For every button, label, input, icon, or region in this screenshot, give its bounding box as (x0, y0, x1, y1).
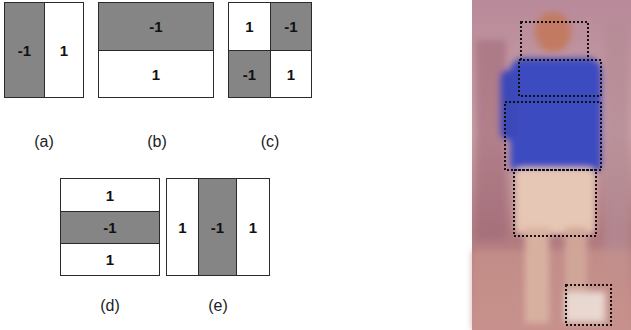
cell-weight: -1 (243, 66, 256, 83)
positive-cell: 1 (166, 178, 199, 276)
cell-weight: -1 (103, 219, 116, 236)
cell-weight: 1 (287, 66, 295, 83)
cell-weight: 1 (245, 18, 253, 35)
cell-weight: 1 (106, 251, 114, 268)
positive-cell: 1 (228, 2, 271, 51)
negative-cell: -1 (4, 2, 45, 98)
cell-weight: 1 (60, 42, 68, 59)
panel-label: (e) (208, 297, 228, 315)
panel-label: (d) (100, 297, 120, 315)
positive-cell: 1 (60, 243, 160, 276)
positive-cell: 1 (60, 178, 160, 212)
cell-weight: -1 (149, 18, 162, 35)
panel-label: (a) (34, 133, 54, 151)
cell-weight: -1 (284, 18, 297, 35)
positive-cell: 1 (44, 2, 84, 98)
positive-cell: 1 (270, 50, 312, 98)
negative-cell: -1 (60, 211, 160, 244)
panel-label: (b) (147, 133, 167, 151)
cell-weight: 1 (106, 187, 114, 204)
panel-label: (c) (261, 133, 280, 151)
positive-cell: 1 (236, 178, 270, 276)
positive-cell: 1 (98, 50, 214, 98)
negative-cell: -1 (198, 178, 237, 276)
cell-weight: -1 (211, 219, 224, 236)
cell-weight: 1 (249, 219, 257, 236)
cell-weight: 1 (178, 219, 186, 236)
negative-cell: -1 (98, 2, 214, 51)
cell-weight: -1 (18, 42, 31, 59)
negative-cell: -1 (228, 50, 271, 98)
negative-cell: -1 (270, 2, 312, 51)
cell-weight: 1 (152, 66, 160, 83)
